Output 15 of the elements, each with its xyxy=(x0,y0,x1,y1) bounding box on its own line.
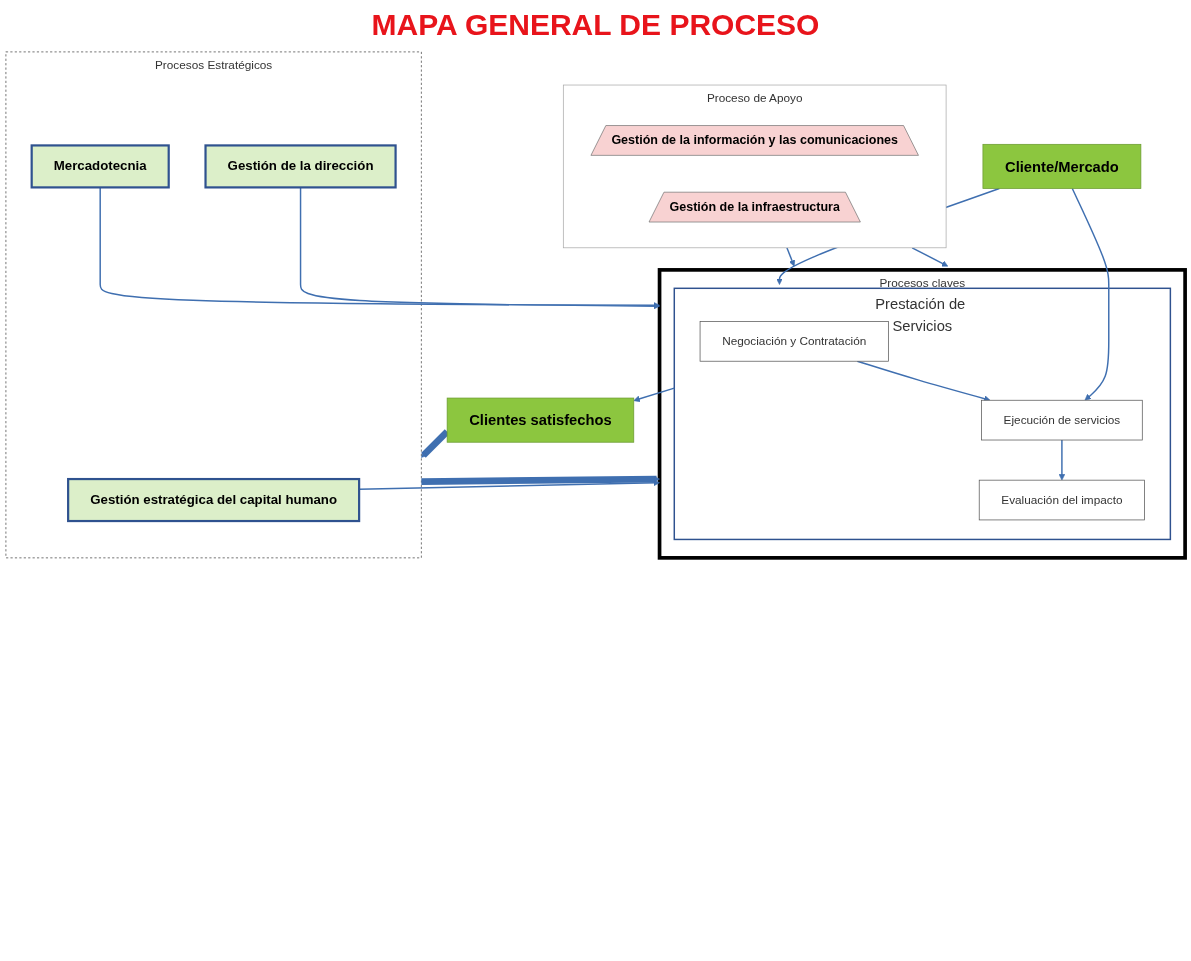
node-box: Ejecución de servicios xyxy=(981,399,1143,441)
node-box: Mercadotecnia xyxy=(30,144,170,189)
arrow xyxy=(1071,187,1110,401)
node-box: Cliente/Mercado xyxy=(982,143,1142,189)
arrow xyxy=(633,387,676,402)
node-box: Gestión estratégica del capital humano xyxy=(67,477,361,523)
node-box: Gestión de la información y las comunicaciones xyxy=(590,125,919,156)
arrow xyxy=(1058,439,1066,481)
node-box: Evaluación del impacto xyxy=(978,479,1145,521)
node-box: Negociación y Contratación xyxy=(699,321,889,362)
node-box: Gestión de la dirección xyxy=(204,144,397,189)
diagram-title: MAPA GENERAL DE PROCESO xyxy=(370,8,821,42)
arrow xyxy=(786,247,796,267)
node-box: Clientes satisfechos xyxy=(446,397,635,443)
arrow xyxy=(421,475,660,485)
